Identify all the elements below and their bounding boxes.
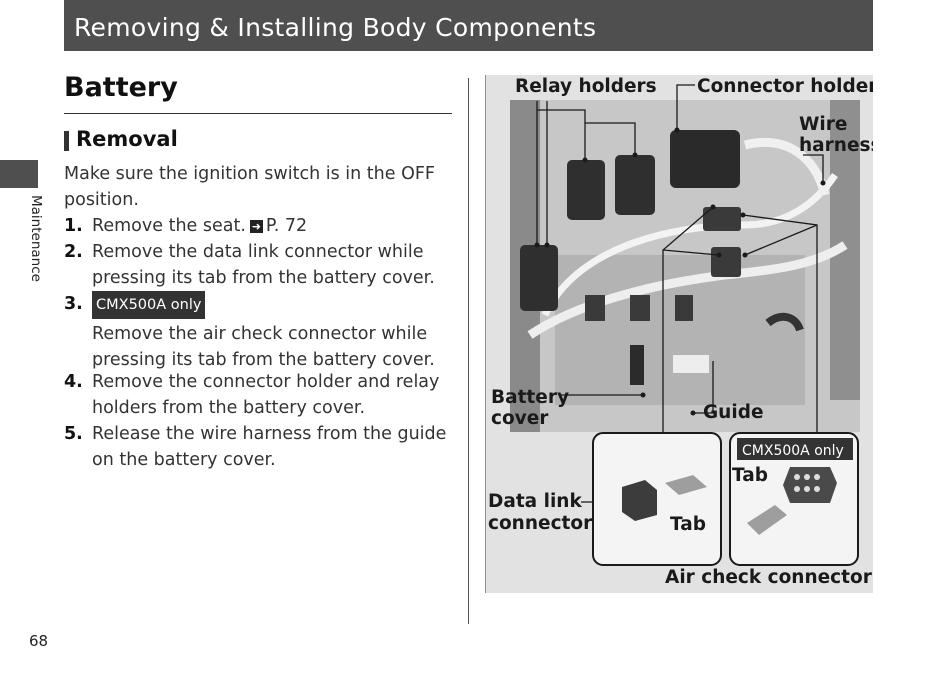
label-data-link: Data link [488, 491, 582, 512]
label-cover: cover [491, 408, 549, 429]
data-link-connector-part [622, 480, 657, 521]
leader-dots [534, 127, 826, 416]
air-check-connector-part [783, 467, 837, 503]
column-divider [468, 78, 469, 624]
subsection-bar [64, 131, 69, 151]
step-number: 2. [64, 242, 83, 262]
air-check-connector-pins [794, 474, 820, 492]
side-tab-marker [0, 160, 38, 188]
connector-holder-shape [670, 130, 740, 188]
step-text: Remove the connector holder and relay ho… [92, 372, 440, 418]
chapter-header: Removing & Installing Body Components [64, 0, 873, 51]
label-harness: harness [799, 135, 873, 156]
model-badge: CMX500A only [92, 291, 206, 319]
step-number: 1. [64, 216, 83, 236]
label-wire: Wire [799, 114, 847, 135]
air-check-mount-bracket [747, 505, 787, 535]
step-number: 4. [64, 372, 83, 392]
step-number: 3. [64, 294, 83, 314]
relay-holder [520, 245, 558, 311]
label-battery: Battery [491, 387, 569, 408]
label-tab-left: Tab [670, 514, 706, 535]
step-text: Release the wire harness from the guide … [92, 424, 447, 470]
battery-figure: Relay holders Connector holder Wire harn… [484, 75, 882, 597]
subsection-title: Removal [76, 127, 178, 151]
section-title: Battery [64, 72, 178, 103]
inset-model-badge-text: CMX500A only [742, 443, 844, 459]
step-2: 2. Remove the data link connector while … [64, 239, 449, 291]
battery-diagram: Relay holders Connector holder Wire harn… [484, 75, 882, 593]
intro-text: Make sure the ignition switch is in the … [64, 164, 435, 210]
step-1: 1. Remove the seat.➜P. 72 [64, 213, 449, 239]
step-text: Remove the air check connector while pre… [92, 324, 435, 370]
data-link-connector-shape [703, 207, 741, 231]
page-number: 68 [29, 632, 49, 650]
section-divider [64, 113, 452, 114]
step-number: 5. [64, 424, 83, 444]
side-tab-label: Maintenance [28, 195, 44, 282]
label-tab-right: Tab [732, 465, 768, 486]
connector-shape [711, 247, 741, 277]
page-ref-link[interactable]: P. 72 [265, 216, 308, 236]
cover-tab [675, 295, 693, 321]
data-link-mount-bracket [665, 475, 707, 495]
cover-latch [630, 345, 644, 385]
cover-tab [585, 295, 605, 321]
label-connector: connector [488, 513, 593, 534]
label-guide: Guide [703, 402, 764, 423]
chapter-title: Removing & Installing Body Components [74, 13, 597, 42]
cover-label [673, 355, 709, 373]
inset-model-badge [737, 438, 853, 460]
label-connector-holder: Connector holder [697, 76, 873, 97]
label-air-check-connector: Air check connector [665, 567, 873, 588]
cover-tab [630, 295, 650, 321]
step-4: 4. Remove the connector holder and relay… [64, 369, 449, 421]
step-text: Remove the seat. [92, 216, 246, 236]
step-3: 3. CMX500A only Remove the air check con… [64, 291, 449, 373]
page-ref-arrow-icon: ➜ [249, 220, 263, 233]
wire-guide-shape [765, 312, 804, 332]
step-5: 5. Release the wire harness from the gui… [64, 421, 449, 473]
relay-holder [615, 155, 655, 215]
relay-holder [567, 160, 605, 220]
label-relay-holders: Relay holders [515, 76, 657, 97]
step-text: Remove the data link connector while pre… [92, 242, 435, 288]
